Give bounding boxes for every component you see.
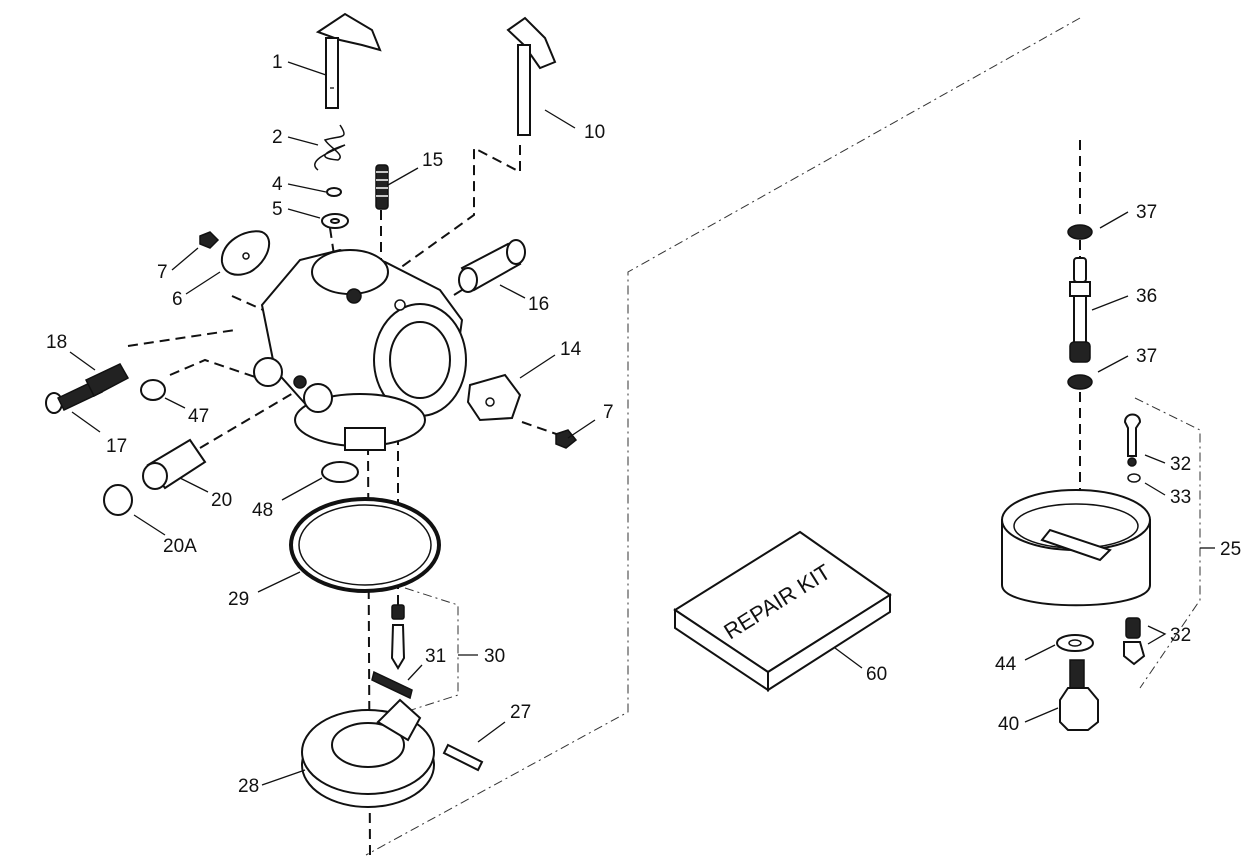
leader-lines (69, 61, 1215, 786)
choke-plate (466, 373, 578, 449)
phantom-lines (365, 17, 1201, 856)
callout-47: 47 (188, 406, 209, 427)
callout-60: 60 (866, 664, 887, 685)
callout-15: 15 (422, 150, 443, 171)
bowl-nut-assembly (1067, 224, 1093, 390)
bowl-drain (1056, 634, 1099, 731)
throttle-plate (199, 230, 271, 276)
callout-27: 27 (510, 702, 531, 723)
callout-33: 33 (1170, 487, 1191, 508)
idle-spring (375, 164, 389, 210)
callout-37-bottom: 37 (1136, 346, 1157, 367)
callout-25: 25 (1220, 539, 1241, 560)
body-plug (321, 461, 359, 483)
callout-48: 48 (252, 500, 273, 521)
callout-37-top: 37 (1136, 202, 1157, 223)
callout-32-bottom: 32 (1170, 625, 1191, 646)
washers (321, 187, 349, 229)
bowl-gasket (289, 497, 441, 593)
callout-18: 18 (46, 332, 67, 353)
callout-16: 16 (528, 294, 549, 315)
callout-6: 6 (172, 289, 183, 310)
callout-14: 14 (560, 339, 582, 360)
carburetor-body (253, 248, 467, 451)
float (301, 698, 435, 808)
callout-36: 36 (1136, 286, 1157, 307)
callout-31: 31 (425, 646, 446, 667)
assembly-axes (127, 140, 1081, 856)
callout-44: 44 (995, 654, 1017, 675)
choke-shaft (506, 16, 557, 136)
callout-7-left: 7 (157, 262, 168, 283)
callout-7-right: 7 (603, 402, 614, 423)
main-jet-adjuster (103, 438, 207, 516)
callout-4: 4 (272, 174, 283, 195)
callout-32-top: 32 (1170, 454, 1191, 475)
inlet-needle (371, 604, 413, 700)
callout-20: 20 (211, 490, 232, 511)
callout-30: 30 (484, 646, 505, 667)
callout-2: 2 (272, 127, 283, 148)
float-pin (442, 743, 484, 772)
fuel-fitting (458, 239, 526, 293)
callout-labels: 1 2 4 5 7 6 10 15 16 14 7 18 17 47 20 20… (46, 52, 1241, 797)
callout-1: 1 (272, 52, 283, 73)
throttle-shaft (315, 12, 382, 109)
idle-screw (45, 363, 130, 414)
primer-parts (1123, 413, 1146, 666)
welch-plug (140, 379, 166, 401)
callout-10: 10 (584, 122, 605, 143)
callout-28: 28 (238, 776, 259, 797)
throttle-spring (314, 124, 346, 171)
float-bowl (1001, 489, 1151, 607)
callout-29: 29 (228, 589, 249, 610)
repair-kit: REPAIR KIT (673, 530, 892, 692)
callout-17: 17 (106, 436, 127, 457)
callout-40: 40 (998, 714, 1019, 735)
callout-5: 5 (272, 199, 283, 220)
callout-20a: 20A (163, 536, 197, 557)
